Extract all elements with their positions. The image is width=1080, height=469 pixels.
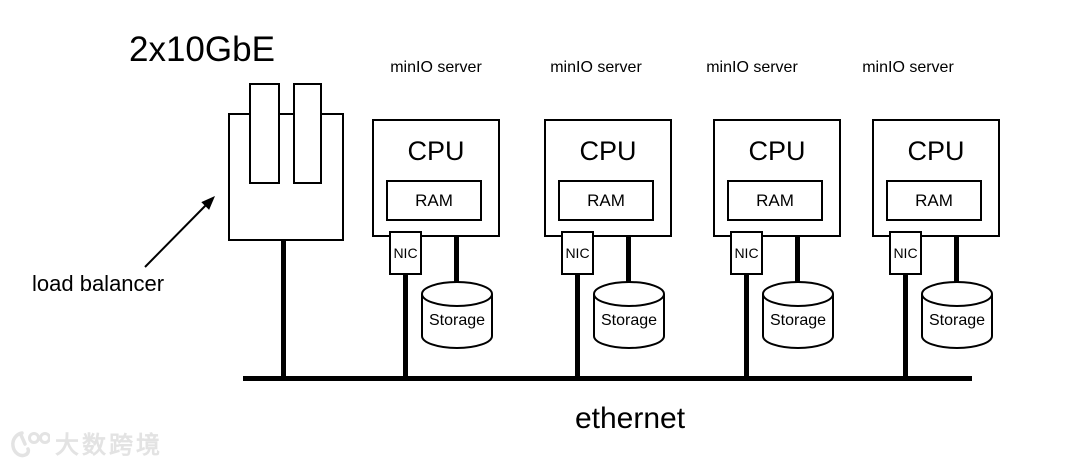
minio-server-label: minIO server xyxy=(862,59,954,76)
nic-ethernet-link xyxy=(744,274,749,379)
load-balancer-port-icon xyxy=(293,83,322,184)
ethernet-label: ethernet xyxy=(574,402,686,435)
watermark-text: 大数跨境 xyxy=(55,432,163,459)
nic-label: NIC xyxy=(565,245,590,261)
nic-label: NIC xyxy=(393,245,418,261)
nic-ethernet-link xyxy=(403,274,408,379)
storage-link xyxy=(626,236,631,291)
load-balancer-port-icon xyxy=(249,83,280,184)
storage-cylinder-icon xyxy=(593,281,665,349)
cpu-label: CPU xyxy=(579,136,637,166)
nic-box: NIC xyxy=(561,231,594,275)
storage-label: Storage xyxy=(928,312,986,329)
nic-label: NIC xyxy=(893,245,918,261)
load-balancer-label: load balancer xyxy=(32,271,165,296)
storage-link xyxy=(795,236,800,291)
nic-ethernet-link xyxy=(575,274,580,379)
storage-label: Storage xyxy=(428,312,486,329)
minio-server-label: minIO server xyxy=(390,59,482,76)
ram-box: RAM xyxy=(886,180,982,221)
load-balancer-shape xyxy=(228,113,344,241)
storage-link xyxy=(454,236,459,291)
ram-label: RAM xyxy=(915,190,953,210)
storage-label: Storage xyxy=(600,312,658,329)
nic-box: NIC xyxy=(889,231,922,275)
minio-server-4: minIO server CPU RAM NIC Storage xyxy=(862,0,1000,385)
storage-cylinder-icon xyxy=(762,281,834,349)
storage-cylinder-icon xyxy=(421,281,493,349)
storage-cylinder-icon xyxy=(921,281,993,349)
minio-server-3: minIO server CPU RAM NIC Storage xyxy=(706,0,841,385)
ram-box: RAM xyxy=(727,180,823,221)
nic-ethernet-link xyxy=(903,274,908,379)
ram-box: RAM xyxy=(558,180,654,221)
bandwidth-label: 2x10GbE xyxy=(129,30,275,69)
nic-box: NIC xyxy=(389,231,422,275)
ram-box: RAM xyxy=(386,180,482,221)
ram-label: RAM xyxy=(415,190,453,210)
ethernet-bus-line xyxy=(243,376,972,381)
load-balancer-ethernet-link xyxy=(281,239,286,379)
storage-label: Storage xyxy=(769,312,827,329)
cpu-label: CPU xyxy=(748,136,806,166)
nic-label: NIC xyxy=(734,245,759,261)
watermark: 大数跨境 xyxy=(8,430,163,462)
minio-server-label: minIO server xyxy=(550,59,642,76)
watermark-logo-icon xyxy=(11,431,50,458)
nic-box: NIC xyxy=(730,231,763,275)
minio-server-2: minIO server CPU RAM NIC Storage xyxy=(544,0,672,385)
storage-link xyxy=(954,236,959,291)
ram-label: RAM xyxy=(756,190,794,210)
minio-server-1: minIO server CPU RAM NIC Storage xyxy=(372,0,500,385)
minio-server-label: minIO server xyxy=(706,59,798,76)
cpu-label: CPU xyxy=(907,136,965,166)
ram-label: RAM xyxy=(587,190,625,210)
arrow-icon xyxy=(144,196,215,268)
cpu-label: CPU xyxy=(407,136,465,166)
